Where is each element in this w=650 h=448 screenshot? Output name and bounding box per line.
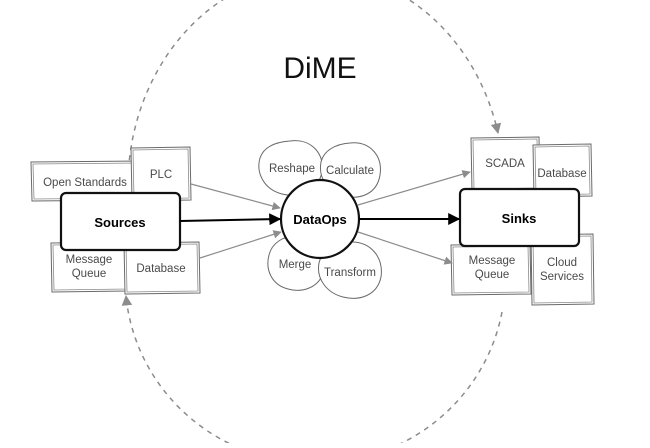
arrow-database-to-dataops bbox=[199, 230, 282, 259]
dataops-node: DataOps bbox=[279, 178, 361, 260]
source-open-standards: Open Standards bbox=[30, 160, 142, 202]
op-reshape-label: Reshape bbox=[269, 163, 315, 175]
arrow-dataops-to-message-queue bbox=[357, 231, 453, 265]
sink-database: Database bbox=[532, 143, 593, 198]
dime-logo: DiME bbox=[283, 52, 356, 85]
sources-node-label: Sources bbox=[94, 215, 145, 230]
sink-scada: SCADA bbox=[470, 136, 541, 192]
source-plc: PLC bbox=[130, 146, 192, 202]
sinks-node: Sinks bbox=[458, 187, 581, 248]
cycle-arc-top bbox=[127, 0, 502, 181]
sinks-node-label: Sinks bbox=[502, 211, 537, 226]
arrow-sources-to-dataops bbox=[179, 213, 282, 226]
sources-node: Sources bbox=[59, 191, 182, 252]
source-open-standards-label: Open Standards bbox=[43, 177, 127, 189]
source-plc-label: PLC bbox=[150, 169, 172, 181]
dataops-node-label: DataOps bbox=[293, 212, 346, 227]
logo-text: DiME bbox=[283, 52, 356, 85]
arrow-dataops-to-scada bbox=[357, 170, 471, 206]
op-merge-label: Merge bbox=[279, 259, 312, 271]
source-database-label: Database bbox=[136, 263, 185, 275]
op-calculate-label: Calculate bbox=[326, 165, 374, 177]
arrow-plc-to-dataops bbox=[190, 183, 281, 211]
sink-scada-label: SCADA bbox=[485, 158, 525, 170]
op-transform-label: Transform bbox=[324, 267, 376, 279]
sink-database-label: Database bbox=[537, 168, 586, 180]
cycle-arc-bottom bbox=[121, 294, 503, 448]
